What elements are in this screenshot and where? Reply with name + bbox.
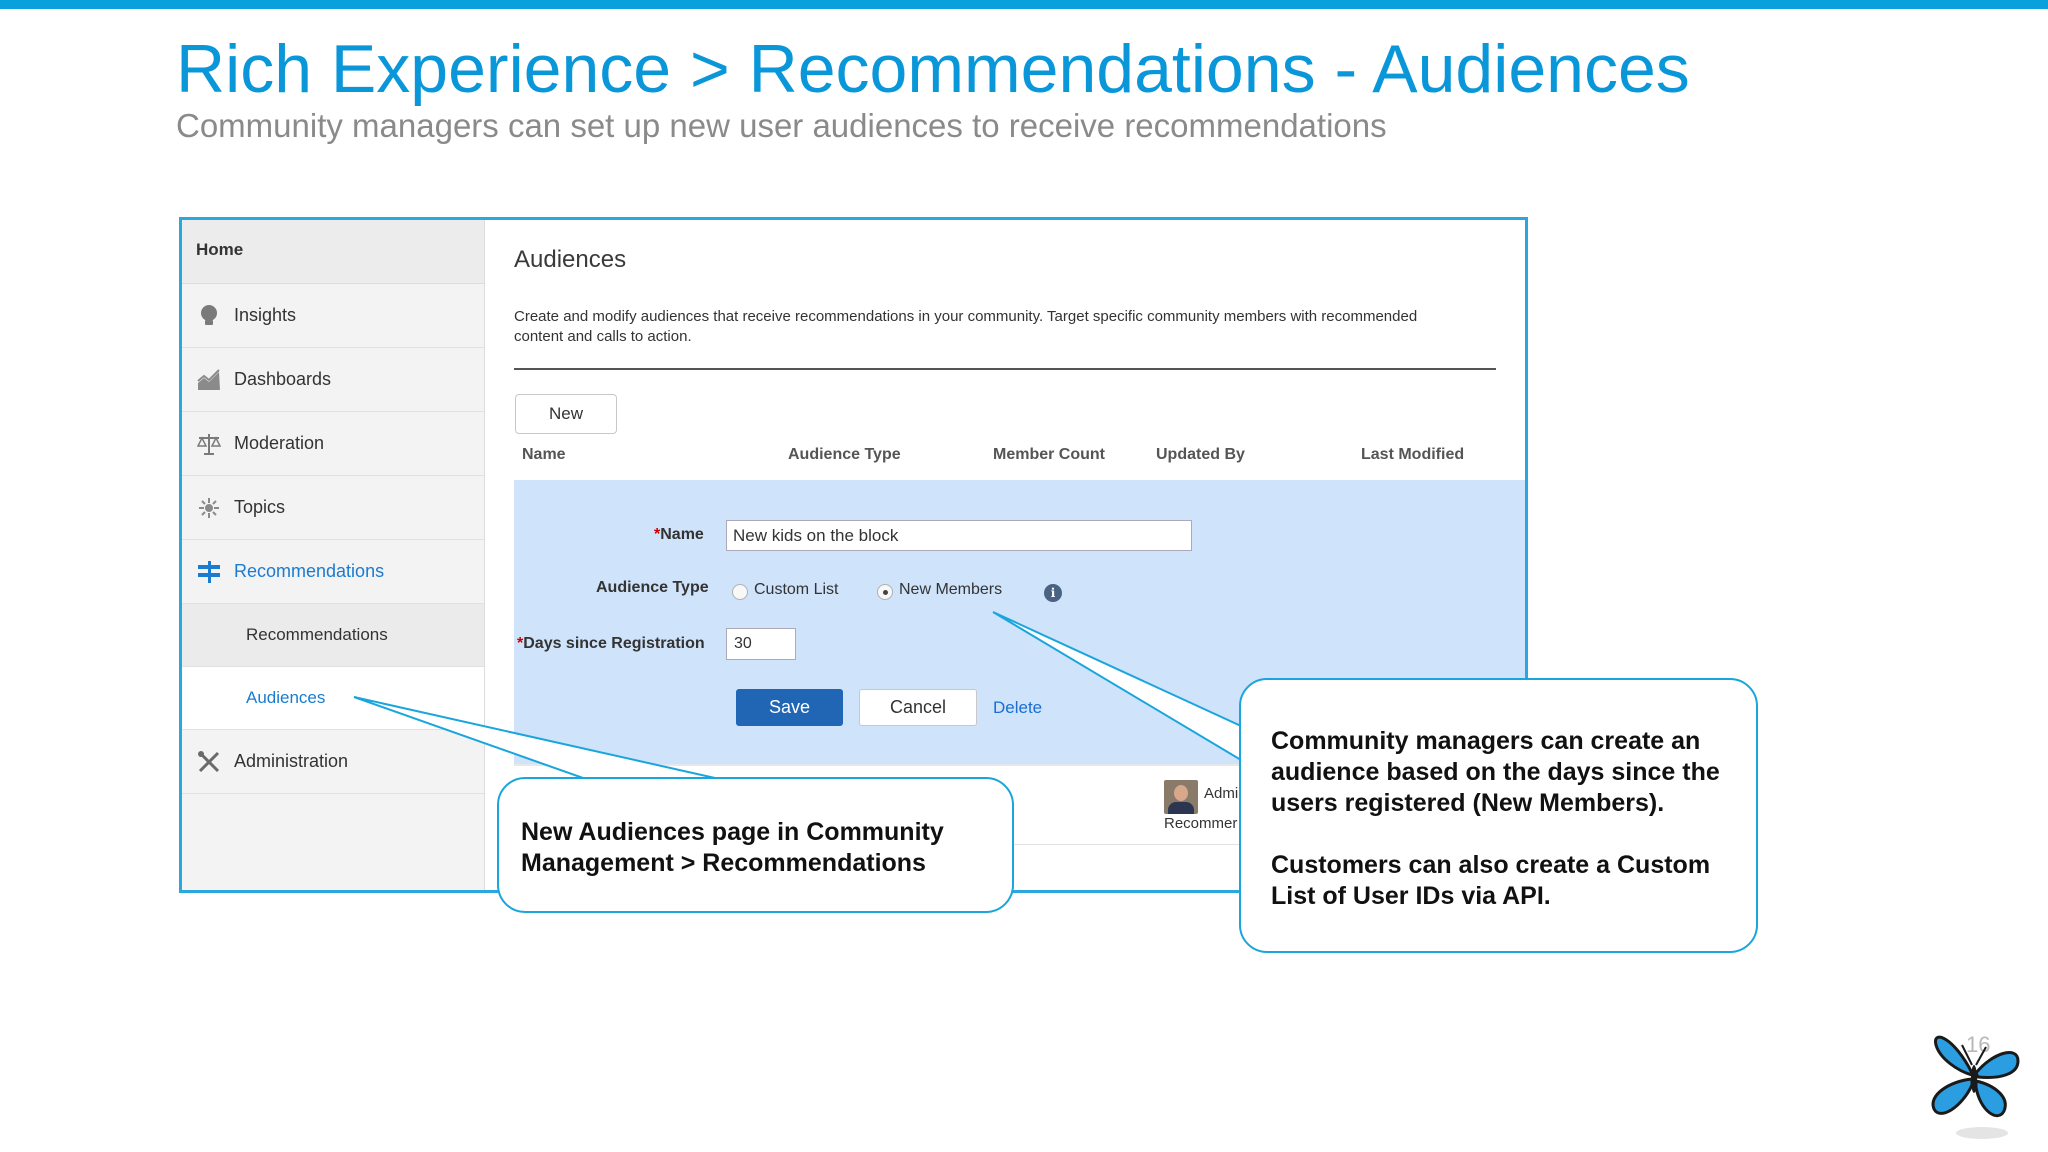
butterfly-logo-icon <box>1931 1035 2020 1139</box>
sidebar-item-label: Administration <box>234 751 349 771</box>
topics-icon <box>196 495 222 521</box>
callout-text: Community managers can create an audienc… <box>1271 727 1720 817</box>
page-description: Create and modify audiences that receive… <box>514 308 1418 345</box>
sidebar-home[interactable]: Home <box>182 220 484 284</box>
chart-icon <box>196 367 222 393</box>
page-title: Audiences <box>514 246 627 273</box>
row-divider <box>514 764 1525 766</box>
row-text: Recommer <box>1164 815 1238 832</box>
top-accent-bar <box>0 0 2048 9</box>
save-button[interactable]: Save <box>736 689 843 726</box>
custom-list-radio[interactable] <box>732 584 748 600</box>
slide-subtitle: Community managers can set up new user a… <box>176 107 1387 144</box>
avatar <box>1164 780 1198 814</box>
new-members-radio[interactable] <box>877 584 893 600</box>
custom-list-radio-label: Custom List <box>754 581 839 598</box>
cancel-button[interactable]: Cancel <box>859 689 977 726</box>
sidebar: Home Insights Dashboards Moderation Topi… <box>182 220 485 890</box>
sidebar-item-dashboards[interactable]: Dashboards <box>182 348 484 412</box>
days-since-registration-label: *Days since Registration <box>517 635 705 652</box>
sidebar-item-topics[interactable]: Topics <box>182 476 484 540</box>
slide-title: Rich Experience > Recommendations - Audi… <box>176 31 1690 107</box>
new-members-radio-label: New Members <box>899 581 1003 598</box>
updated-by-name: Admi <box>1204 785 1239 802</box>
days-since-registration-input[interactable] <box>726 628 796 660</box>
delete-link[interactable]: Delete <box>993 698 1043 717</box>
audience-type-label: Audience Type <box>596 579 709 596</box>
sidebar-item-moderation[interactable]: Moderation <box>182 412 484 476</box>
divider <box>514 368 1496 370</box>
scales-icon <box>196 431 222 457</box>
callout-text: Customers can also create a Custom List … <box>1271 851 1711 910</box>
sidebar-subitem-audiences[interactable]: Audiences <box>182 667 484 730</box>
new-button[interactable]: New <box>515 394 617 434</box>
signpost-icon <box>196 559 222 585</box>
sidebar-item-label: Dashboards <box>234 369 332 389</box>
sidebar-item-administration[interactable]: Administration <box>182 730 484 794</box>
callout-new-members: Community managers can create an audienc… <box>1239 678 1758 953</box>
sidebar-item-insights[interactable]: Insights <box>182 284 484 348</box>
sidebar-item-recommendations[interactable]: Recommendations <box>182 540 484 604</box>
column-header-updated-by[interactable]: Updated By <box>1156 446 1245 463</box>
lightbulb-icon <box>196 303 222 329</box>
sidebar-item-label: Topics <box>234 497 286 517</box>
callout-audiences-page: New Audiences page in Community Manageme… <box>497 777 1014 913</box>
sidebar-subitem-recommendations[interactable]: Recommendations <box>182 604 484 667</box>
row-divider <box>514 844 1525 845</box>
column-header-name[interactable]: Name <box>522 446 566 463</box>
column-header-audience-type[interactable]: Audience Type <box>788 446 901 463</box>
column-header-last-modified[interactable]: Last Modified <box>1361 446 1465 463</box>
name-label: *Name <box>654 526 704 543</box>
info-icon[interactable]: i <box>1044 584 1062 602</box>
sidebar-item-label: Recommendations <box>234 561 385 581</box>
column-header-member-count[interactable]: Member Count <box>993 446 1105 463</box>
sidebar-item-label: Moderation <box>234 433 325 453</box>
tools-icon <box>196 749 222 775</box>
name-input[interactable] <box>726 520 1192 551</box>
sidebar-item-label: Insights <box>234 305 297 325</box>
page-number: 16 <box>1966 1032 1991 1057</box>
